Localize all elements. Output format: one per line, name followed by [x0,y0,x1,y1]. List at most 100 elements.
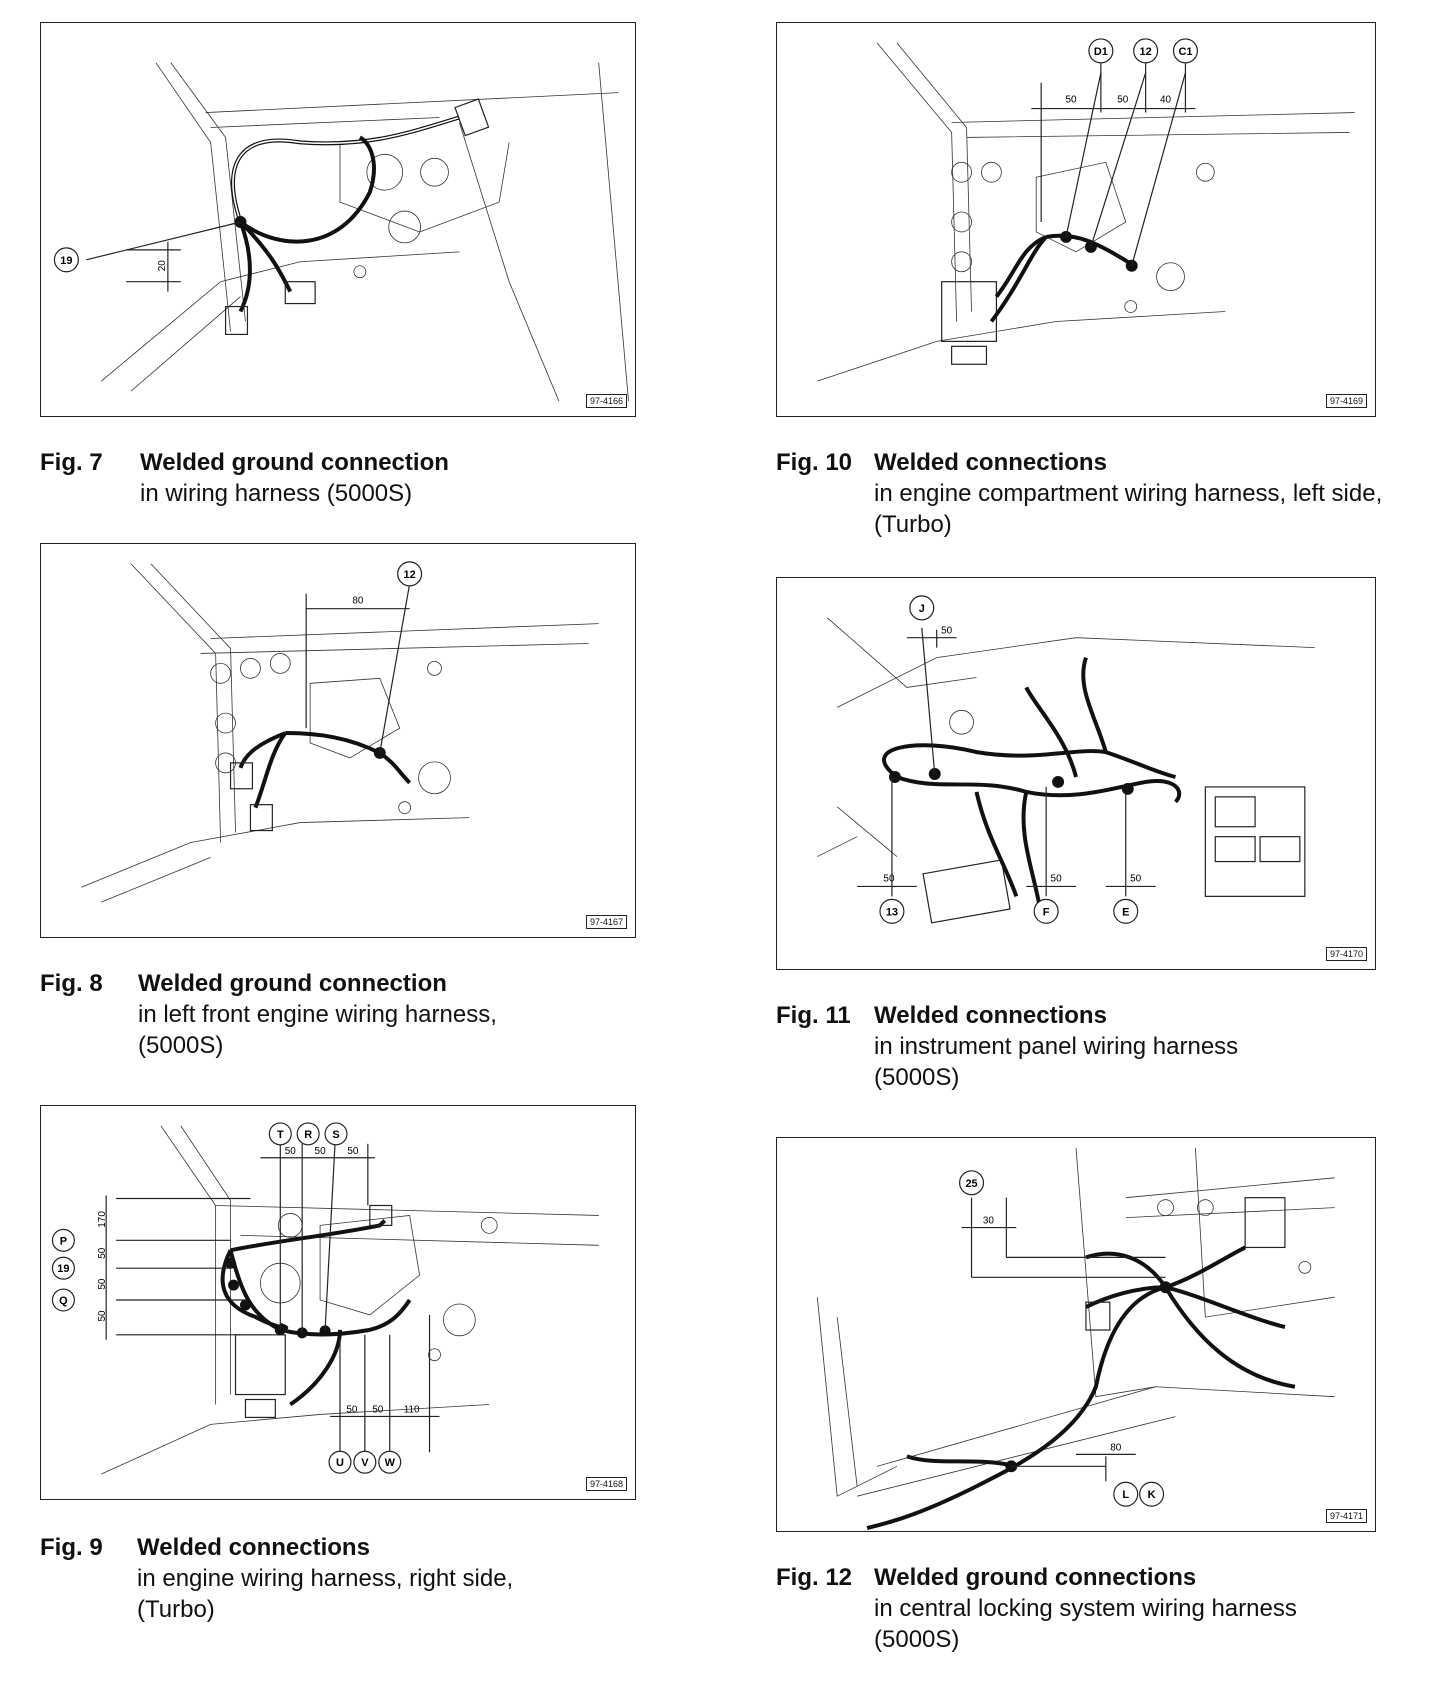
callout-label: Q [59,1295,68,1307]
callout-label: E [1122,906,1129,918]
figure-description: in left front engine wiring harness, (50… [138,1001,497,1059]
callout-label: L [1122,1489,1129,1501]
callout-12: 12 [1133,38,1159,64]
callout-12: 12 [397,561,423,587]
callout-label: F [1043,906,1050,918]
figure-code: 97-4167 [585,915,627,929]
callout-19: 19 [51,1256,75,1280]
figure-code: 97-4166 [585,394,627,408]
figure-9-illustration: 50 50 50 170 50 50 50 50 50 110 T R S P … [40,1105,636,1500]
figure-code: 97-4168 [585,1477,627,1491]
dimension-label: 80 [352,596,364,607]
callout-D1: D1 [1088,38,1114,64]
figure-title: Welded ground connections [874,1564,1197,1591]
callout-label: 19 [57,1263,69,1275]
callout-19: 19 [53,247,79,273]
callout-label: V [361,1457,369,1469]
figure-7-illustration: 19 20 97-4166 [40,22,636,417]
figure-title: Welded connections [874,1002,1107,1029]
callout-label: T [277,1129,284,1141]
callout-Q: Q [51,1288,75,1312]
dimension-label: 50 [285,1146,297,1157]
figure-12-drawing: 30 80 25 L K [816,1147,1335,1530]
dimension-label: 50 [1117,95,1129,106]
callout-U: U [328,1450,352,1474]
callout-label: D1 [1094,46,1108,58]
dimension-label: 50 [347,1146,359,1157]
callout-L: L [1113,1481,1139,1507]
callout-label: 19 [60,255,72,267]
figure-title: Welded ground connection [140,449,449,476]
callout-label: W [385,1457,396,1469]
callout-label: C1 [1178,46,1192,58]
callout-V: V [353,1450,377,1474]
callout-label: S [332,1129,339,1141]
figure-10-caption: Fig. 10 Welded connections in engine com… [776,447,1396,538]
callout-S: S [324,1122,348,1146]
figure-code: 97-4169 [1325,394,1367,408]
callout-W: W [378,1450,402,1474]
callout-label: 12 [404,569,416,581]
figure-9-drawing: 50 50 50 170 50 50 50 50 50 110 T R S P … [51,1122,599,1475]
figure-description: in engine wiring harness, right side, (T… [137,1565,514,1623]
dimension-label: 80 [1110,1442,1122,1453]
dimension-label: 170 [97,1211,108,1228]
callout-label: 12 [1140,46,1152,58]
dimension-label: 50 [883,873,895,884]
callout-R: R [296,1122,320,1146]
dimension-label: 30 [983,1216,995,1227]
figure-8-drawing: 12 80 [81,561,599,903]
dimension-label: 50 [97,1310,108,1322]
figure-8-illustration: 12 80 97-4167 [40,543,636,938]
figure-10-drawing: 50 50 40 D1 12 C1 [817,38,1355,382]
callout-13: 13 [879,898,905,924]
figure-11-caption: Fig. 11 Welded connections in instrument… [776,1000,1396,1100]
dimension-label: 20 [157,260,168,272]
dimension-label: 50 [372,1404,384,1415]
callout-T: T [268,1122,292,1146]
figure-7-drawing: 19 20 [53,62,629,402]
figure-9-caption: Fig. 9 Welded connections in engine wiri… [40,1532,640,1632]
figure-number: Fig. 10 [776,449,853,476]
callout-25: 25 [958,1170,985,1196]
dimension-label: 50 [346,1404,358,1415]
figure-description: in engine compartment wiring harness, le… [874,480,1383,538]
figure-12-illustration: 30 80 25 L K 97-4171 [776,1137,1376,1532]
figure-code: 97-4171 [1325,1509,1367,1523]
callout-E: E [1113,898,1139,924]
figure-10-illustration: 50 50 40 D1 12 C1 97-4169 [776,22,1376,417]
dimension-label: 50 [941,626,953,637]
callout-C1: C1 [1172,38,1198,64]
figure-number: Fig. 7 [40,449,103,476]
dimension-label: 110 [404,1404,420,1415]
figure-number: Fig. 11 [776,1002,851,1029]
callout-label: 25 [965,1178,977,1190]
callout-label: U [336,1457,344,1469]
callout-label: P [60,1235,67,1247]
figure-11-drawing: 50 50 50 50 J 13 F E [817,595,1315,924]
figure-7-caption: Fig. 7 Welded ground connection in wirin… [40,447,640,517]
dimension-label: 50 [97,1247,108,1259]
figure-description: in instrument panel wiring harness (5000… [874,1033,1239,1091]
figure-11-illustration: 50 50 50 50 J 13 F E 97-4170 [776,577,1376,970]
dimension-label: 50 [1065,95,1077,106]
figure-description: in wiring harness (5000S) [140,480,413,507]
callout-label: J [919,603,925,615]
callout-P: P [51,1228,75,1252]
figure-description: in central locking system wiring harness… [874,1595,1297,1653]
figure-title: Welded connections [137,1534,370,1561]
figure-title: Welded connections [874,449,1107,476]
callout-K: K [1139,1481,1165,1507]
dimension-label: 50 [97,1278,108,1290]
dimension-label: 40 [1160,95,1172,106]
callout-F: F [1033,898,1059,924]
figure-number: Fig. 9 [40,1534,103,1561]
figure-title: Welded ground connection [138,970,447,997]
figure-8-caption: Fig. 8 Welded ground connection in left … [40,968,640,1068]
figure-code: 97-4170 [1325,947,1367,961]
dimension-label: 50 [1051,873,1063,884]
dimension-label: 50 [315,1146,327,1157]
callout-J: J [909,595,935,621]
callout-label: 13 [886,906,898,918]
figure-number: Fig. 12 [776,1564,853,1591]
